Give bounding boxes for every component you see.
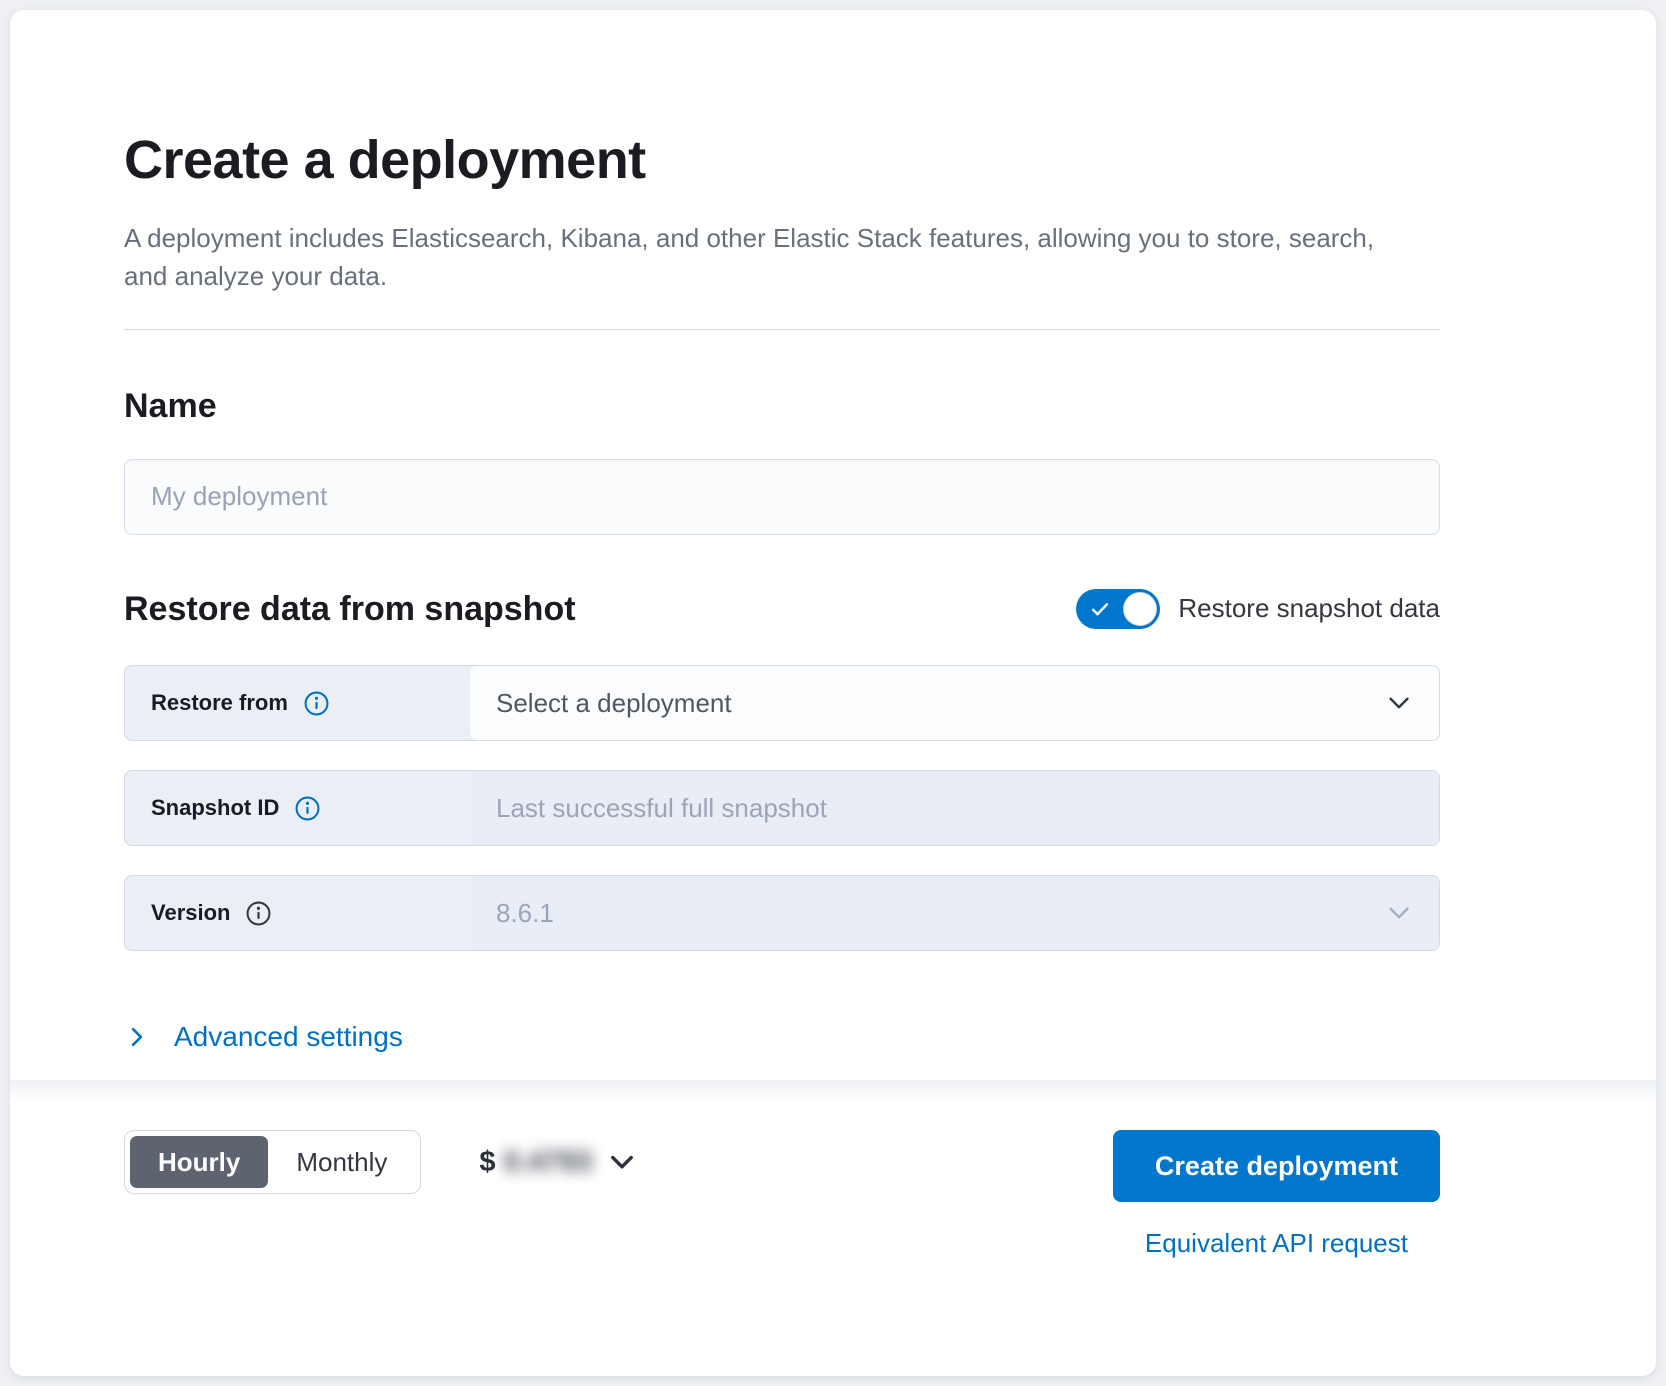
info-icon[interactable] bbox=[295, 796, 320, 821]
snapshot-id-label-cell: Snapshot ID bbox=[125, 771, 470, 845]
restore-from-row: Restore from Select a deployment bbox=[124, 665, 1440, 742]
chevron-down-icon bbox=[1385, 899, 1413, 927]
page-subtitle: A deployment includes Elasticsearch, Kib… bbox=[124, 222, 1375, 291]
monthly-button[interactable]: Monthly bbox=[296, 1147, 388, 1177]
name-heading: Name bbox=[124, 386, 217, 425]
chevron-down-icon bbox=[1385, 689, 1413, 717]
check-icon bbox=[1089, 598, 1111, 620]
advanced-settings-link[interactable]: Advanced settings bbox=[124, 1021, 403, 1053]
hourly-button[interactable]: Hourly bbox=[130, 1136, 269, 1188]
version-value: 8.6.1 bbox=[496, 897, 554, 928]
deployment-name-input[interactable] bbox=[124, 458, 1440, 535]
price-currency: $ bbox=[479, 1145, 496, 1178]
toggle-knob bbox=[1123, 591, 1158, 626]
restore-from-select[interactable]: Select a deployment bbox=[470, 666, 1439, 741]
price-amount-blurred: 0.4793 bbox=[503, 1145, 593, 1178]
restore-from-label-cell: Restore from bbox=[125, 666, 470, 740]
restore-snapshot-toggle[interactable] bbox=[1076, 588, 1161, 629]
version-label-cell: Version bbox=[125, 876, 470, 950]
snapshot-id-label: Snapshot ID bbox=[151, 795, 280, 821]
equivalent-api-request-link[interactable]: Equivalent API request bbox=[1144, 1228, 1408, 1258]
chevron-down-icon bbox=[606, 1146, 638, 1178]
version-row: Version 8.6.1 bbox=[124, 875, 1440, 952]
main-section: Create a deployment A deployment include… bbox=[10, 10, 1656, 1080]
restore-from-value: Select a deployment bbox=[496, 687, 732, 718]
footer-bar: Hourly Monthly $ 0.4793 Create deploymen… bbox=[10, 1080, 1656, 1376]
advanced-settings-label: Advanced settings bbox=[174, 1021, 403, 1053]
info-icon[interactable] bbox=[246, 901, 271, 926]
divider bbox=[124, 328, 1440, 330]
create-deployment-panel: Create a deployment A deployment include… bbox=[10, 10, 1656, 1376]
info-icon[interactable] bbox=[304, 691, 329, 716]
restore-from-label: Restore from bbox=[151, 690, 288, 716]
chevron-right-icon bbox=[124, 1024, 150, 1050]
billing-interval-toggle: Hourly Monthly bbox=[124, 1130, 422, 1194]
page-title: Create a deployment bbox=[124, 130, 646, 190]
snapshot-id-row: Snapshot ID Last successful full snapsho… bbox=[124, 770, 1440, 847]
version-select[interactable]: 8.6.1 bbox=[470, 876, 1439, 951]
price-dropdown[interactable]: $ 0.4793 bbox=[479, 1146, 638, 1179]
version-label: Version bbox=[151, 900, 231, 926]
snapshot-heading: Restore data from snapshot bbox=[124, 589, 576, 628]
snapshot-id-value: Last successful full snapshot bbox=[496, 792, 827, 823]
create-deployment-button[interactable]: Create deployment bbox=[1112, 1130, 1440, 1202]
snapshot-id-input[interactable]: Last successful full snapshot bbox=[470, 771, 1439, 846]
toggle-label: Restore snapshot data bbox=[1178, 593, 1440, 624]
